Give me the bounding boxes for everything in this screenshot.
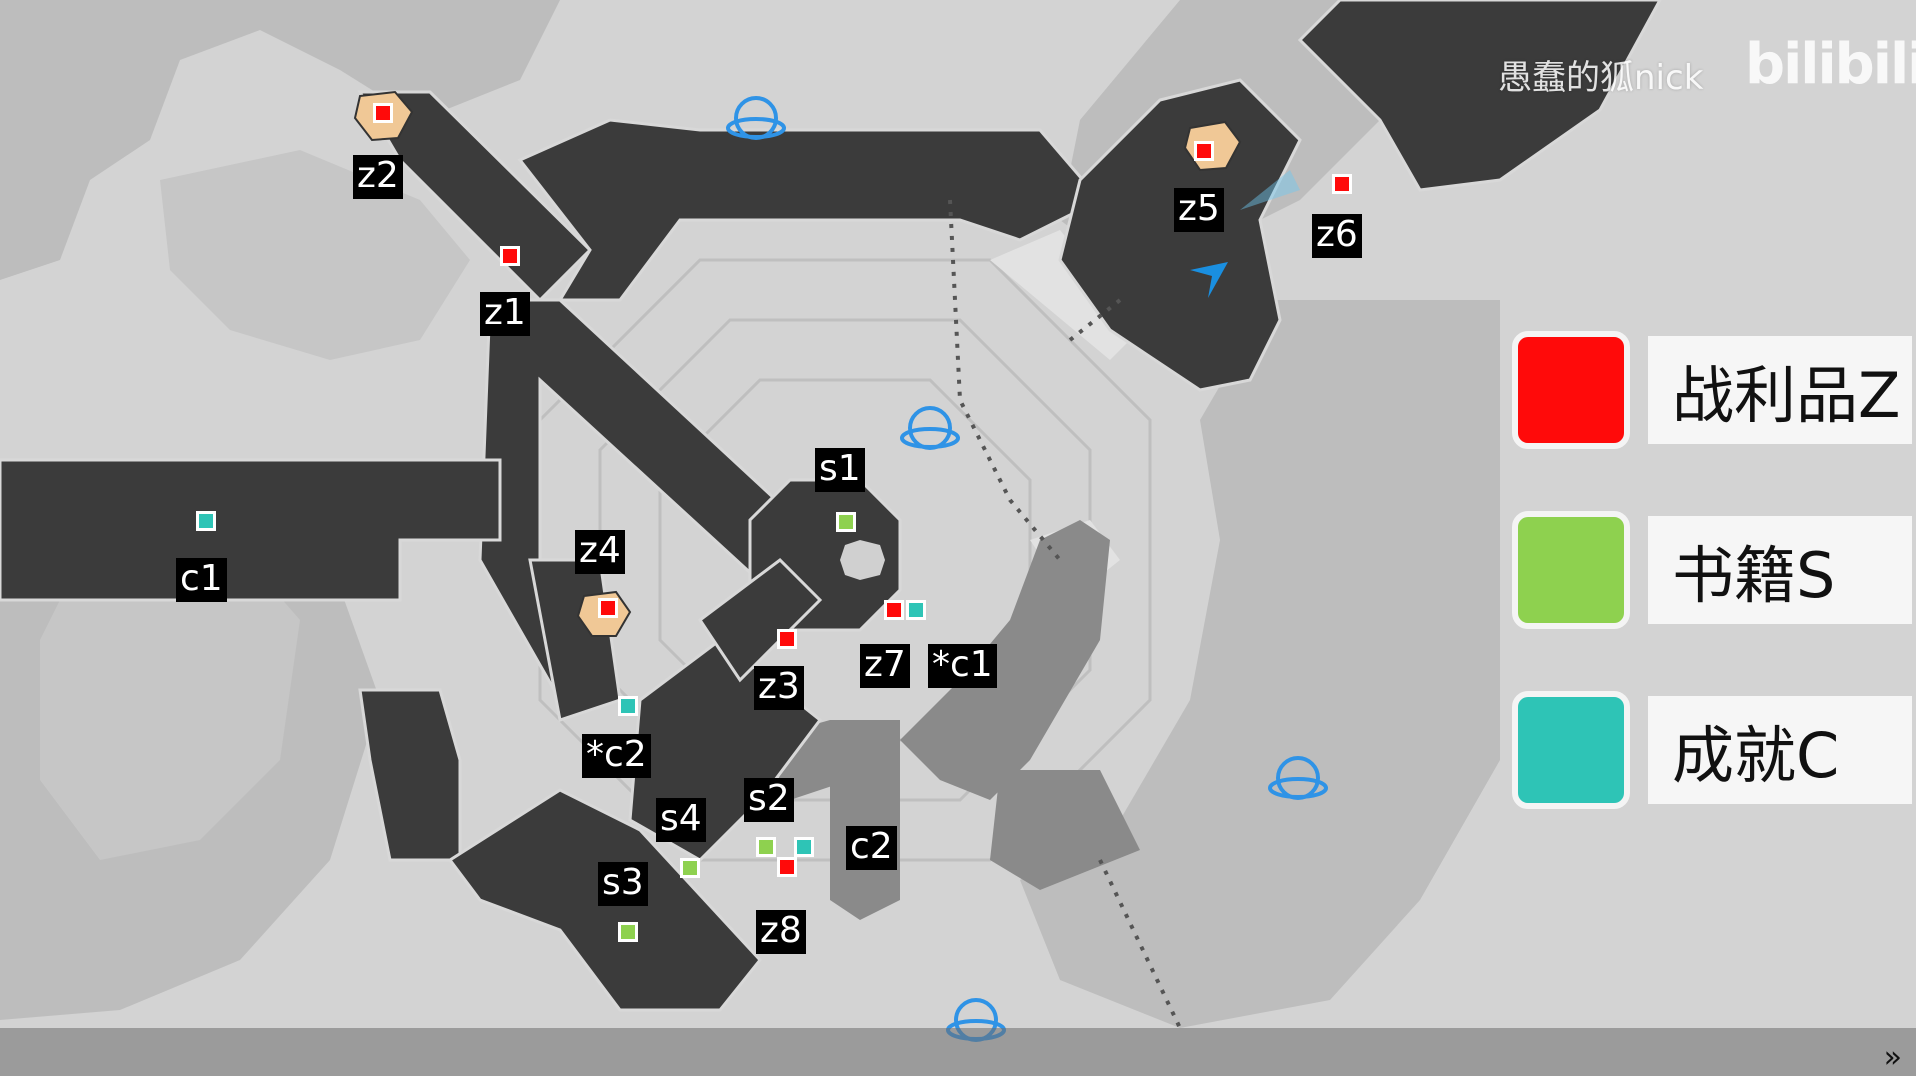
- map-label-s4: s4: [656, 798, 706, 842]
- map-label-c2b: *c2: [582, 734, 651, 778]
- achievement-marker-c2b[interactable]: [618, 696, 638, 716]
- dotted-route: [948, 199, 1062, 562]
- center-pillar: [840, 540, 885, 580]
- map-label-z7: z7: [860, 644, 910, 688]
- map-label-s3: s3: [598, 862, 648, 906]
- loot-marker-z8[interactable]: [777, 857, 797, 877]
- map-label-s1: s1: [815, 448, 865, 492]
- double-chevron-right-icon[interactable]: »: [1883, 1040, 1902, 1075]
- legend-loot: 战利品Z: [1512, 330, 1912, 450]
- loot-marker-z5[interactable]: [1194, 141, 1214, 161]
- map-label-c1b: *c1: [928, 644, 997, 688]
- map-label-c2: c2: [846, 826, 897, 870]
- achievement-marker-c1[interactable]: [196, 511, 216, 531]
- legend-label-achievement: 成就C: [1648, 696, 1912, 804]
- loot-marker-z2[interactable]: [373, 103, 393, 123]
- bottom-bar: [0, 1028, 1916, 1076]
- map-label-z3: z3: [754, 666, 804, 710]
- player-arrow-icon: [1190, 170, 1300, 298]
- achievement-marker-c2[interactable]: [794, 837, 814, 857]
- map-label-z5: z5: [1174, 188, 1224, 232]
- map-label-z6: z6: [1312, 214, 1362, 258]
- loot-marker-z3[interactable]: [777, 629, 797, 649]
- legend-label-book: 书籍S: [1648, 516, 1912, 624]
- watermark-author: 愚蠢的狐nick: [1498, 58, 1704, 98]
- achievement-marker-c1b[interactable]: [906, 600, 926, 620]
- legend-book: 书籍S: [1512, 510, 1912, 630]
- legend-swatch-achievement: [1512, 691, 1630, 809]
- map-label-z8: z8: [756, 910, 806, 954]
- book-marker-s1[interactable]: [836, 512, 856, 532]
- loot-marker-z1[interactable]: [500, 246, 520, 266]
- legend-swatch-loot: [1512, 331, 1630, 449]
- loot-marker-z7[interactable]: [884, 600, 904, 620]
- book-marker-s2[interactable]: [756, 837, 776, 857]
- legend-swatch-book: [1512, 511, 1630, 629]
- book-marker-s3[interactable]: [618, 922, 638, 942]
- map-label-s2: s2: [744, 778, 794, 822]
- bilibili-logo: bilibili: [1745, 32, 1916, 97]
- map-label-c1: c1: [176, 558, 227, 602]
- legend-achievement: 成就C: [1512, 690, 1912, 810]
- legend-label-loot: 战利品Z: [1648, 336, 1912, 444]
- map-label-z2: z2: [353, 155, 403, 199]
- loot-marker-z4[interactable]: [598, 598, 618, 618]
- map-label-z4: z4: [575, 530, 625, 574]
- book-marker-s4[interactable]: [680, 858, 700, 878]
- loot-marker-z6[interactable]: [1332, 174, 1352, 194]
- map-label-z1: z1: [480, 292, 530, 336]
